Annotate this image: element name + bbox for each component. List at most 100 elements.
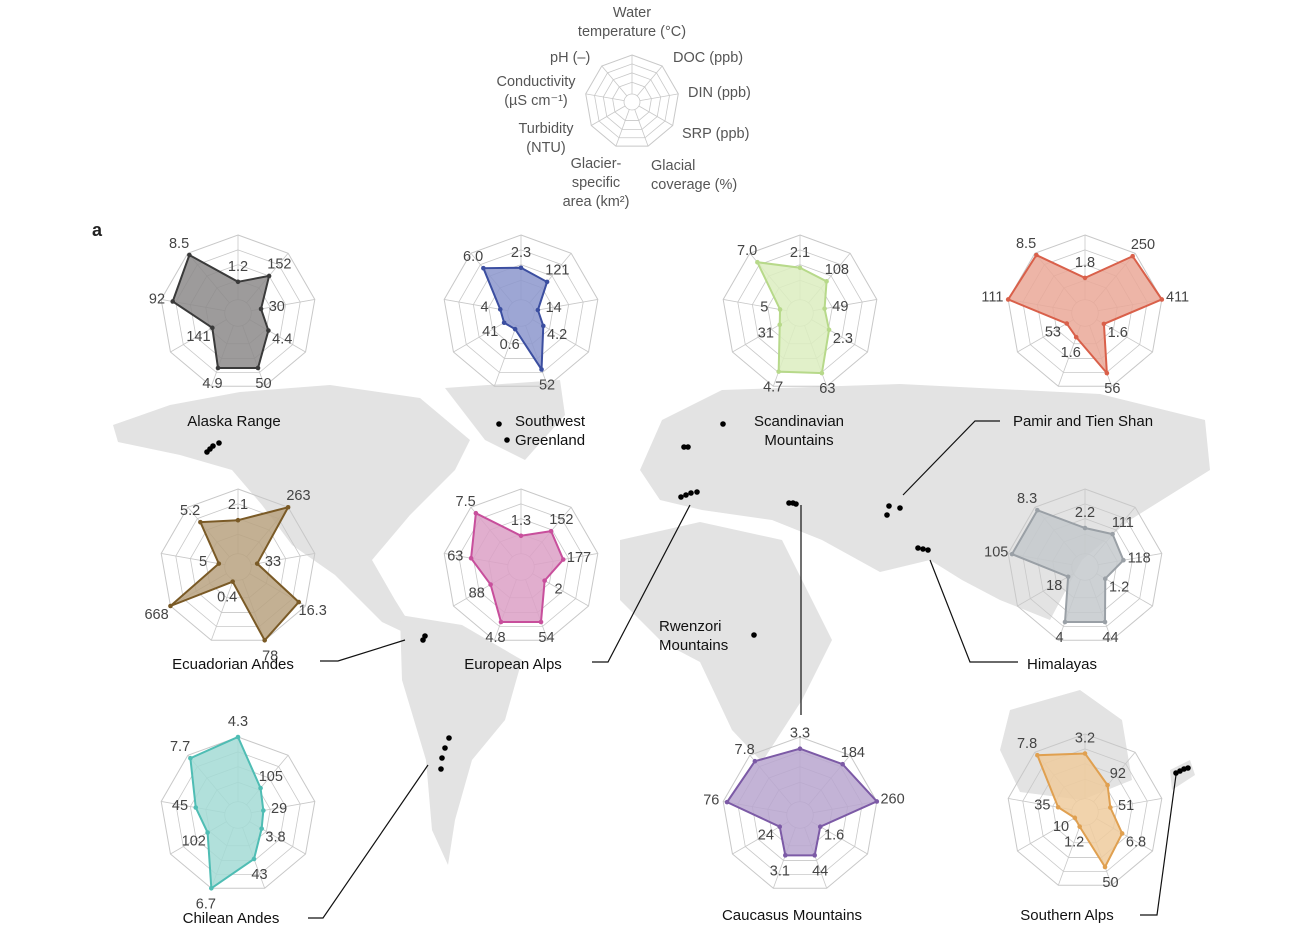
leader-southern-alps	[1140, 774, 1177, 916]
site-dot	[1185, 765, 1191, 771]
radar-value-label: 0.4	[217, 590, 237, 606]
radar-value-label: 29	[271, 801, 287, 817]
radar-vertex	[512, 326, 518, 332]
legend-axis-label-line: Glacier-	[570, 156, 622, 172]
radar-spoke	[634, 109, 649, 147]
radar-vertex	[1108, 805, 1113, 810]
radar-value-label: 52	[539, 377, 555, 393]
radar-value-label: 0.6	[500, 337, 520, 353]
radar-value-label: 4.2	[547, 327, 567, 343]
site-dot	[915, 545, 921, 551]
site-dot	[694, 489, 700, 495]
radar-value-label: 10	[1053, 819, 1069, 835]
site-dot	[886, 503, 892, 509]
radar-vertex	[518, 265, 524, 271]
site-dot	[884, 512, 890, 518]
radar-vertex	[1130, 253, 1135, 259]
radar-vertex	[215, 365, 221, 371]
radar-value-label: 111	[981, 290, 1003, 306]
radar-vertex	[1072, 815, 1078, 821]
south-america-landmass	[400, 615, 522, 865]
radar-vertex	[1065, 574, 1071, 580]
radar-polygon	[189, 735, 265, 891]
radar-vertex	[1102, 576, 1108, 581]
radar-value-label: 1.6	[1061, 345, 1081, 361]
legend-axis-label: DOC (ppb)	[673, 49, 743, 68]
radar-grid-ring	[443, 234, 599, 387]
radar-vertex	[1121, 557, 1126, 563]
radar-vertex	[755, 259, 760, 265]
radar-vertex	[1077, 824, 1082, 829]
legend-axis-label: SRP (ppb)	[682, 125, 749, 144]
radar-vertex	[822, 306, 827, 311]
radar-vertex	[1102, 864, 1108, 870]
radar-vertex	[1073, 334, 1079, 340]
site-name-label: Alaska Range	[187, 413, 281, 430]
radar-value-label: 1.6	[1108, 325, 1128, 341]
radar-polygon	[169, 505, 301, 643]
radar-vertex	[544, 279, 550, 285]
radar-grid-ring	[594, 63, 670, 139]
radar-polygon	[1035, 752, 1124, 869]
site-dot	[793, 501, 799, 507]
site-name-label: Ecuadorian Andes	[172, 656, 294, 673]
radar-value-label: 4.3	[228, 714, 248, 730]
legend-axis-label-line: pH (–)	[550, 50, 591, 66]
africa-landmass	[620, 522, 832, 762]
radar-vertex	[1110, 531, 1115, 537]
radar-polygon	[755, 260, 831, 375]
site-name-label: Pamir and Tien Shan	[1012, 413, 1154, 430]
radar-value-label: 111	[1112, 515, 1134, 531]
radar-vertex	[216, 561, 222, 566]
radar-vertex	[285, 504, 291, 510]
radar-grid-ring	[1007, 488, 1163, 641]
radar-spoke	[723, 299, 788, 312]
radar-vertex	[874, 799, 880, 804]
radar-value-label: 63	[447, 548, 463, 564]
radar-vertex	[266, 273, 272, 279]
radar-spoke	[638, 105, 673, 126]
radar-vertex	[535, 307, 541, 313]
radar-vertex	[776, 369, 781, 374]
radar-vertex	[777, 307, 783, 312]
radar-value-label: 8.5	[169, 236, 189, 252]
radar-vertex	[488, 582, 493, 587]
radar-spoke	[250, 553, 315, 566]
radar-value-label: 4.4	[272, 332, 292, 348]
radar-vertex	[538, 619, 544, 625]
radar-value-label: 6.8	[1126, 834, 1146, 850]
radar-value-label: 250	[1131, 237, 1155, 253]
radar-value-label: 7.7	[170, 739, 190, 755]
radar-vertex	[540, 323, 546, 329]
site-dot	[439, 755, 445, 761]
radar-value-label: 2.3	[833, 331, 853, 347]
radar-vertex	[209, 885, 214, 891]
radar-value-label: 14	[546, 300, 562, 316]
radar-vertex	[230, 579, 235, 584]
legend-axis-label-line: temperature (°C)	[577, 24, 687, 40]
site-name-label: European Alps	[464, 656, 562, 673]
radar-vertex	[1055, 804, 1061, 810]
legend-axis-label-line: Conductivity	[496, 74, 576, 90]
legend-axis-label-line: Glacial	[651, 158, 696, 174]
legend-axis-label-line: specific	[571, 175, 621, 191]
radar-vertex	[797, 265, 803, 271]
radar-grid-ring	[160, 488, 316, 641]
radar-grid-ring	[602, 72, 662, 130]
radar-spoke	[1017, 573, 1074, 607]
radar-grid-ring	[612, 81, 652, 121]
radar-value-label: 54	[538, 630, 554, 646]
radar-value-label: 1.2	[1064, 835, 1084, 851]
radar-vertex	[251, 856, 257, 862]
radar-grid-ring	[458, 249, 584, 373]
site-name-label: Chilean Andes	[182, 910, 280, 927]
radar-vertex	[261, 808, 266, 813]
radar-value-label: 4.7	[763, 380, 783, 396]
radar-vertex	[1101, 321, 1107, 327]
